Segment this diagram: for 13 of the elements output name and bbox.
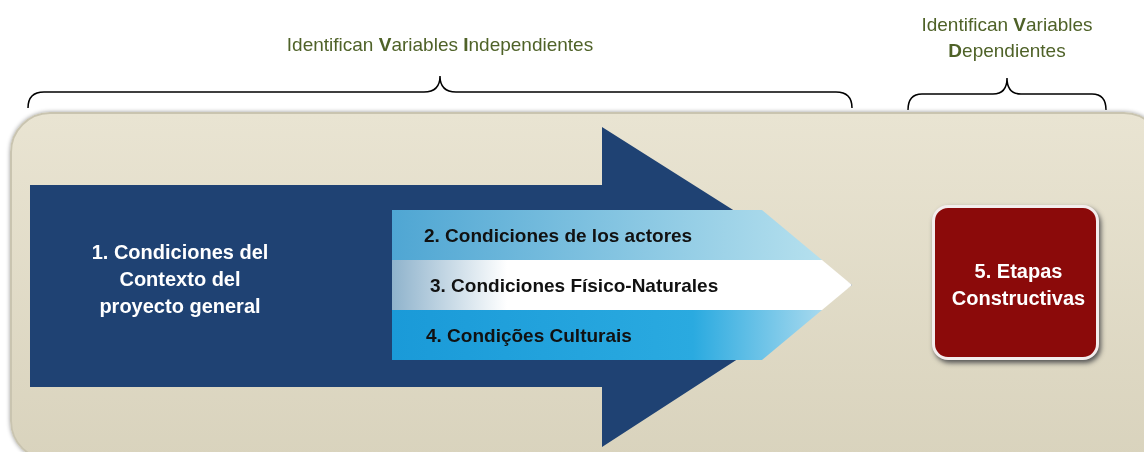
bracket-caption: Identifican Variables Dependientes	[920, 13, 1094, 63]
node-label: 4. Condições Culturais	[426, 324, 633, 348]
node-label: 3. Condiciones Físico-Naturales	[430, 274, 720, 298]
arrow-band	[392, 260, 852, 310]
bracket-caption: Identifican Variables Independientes	[285, 34, 595, 56]
rounded-panel	[10, 112, 1144, 452]
node-label: 5. Etapas Constructivas	[950, 259, 1087, 311]
block-arrow	[30, 127, 852, 447]
node-label: 2. Condiciones de los actores	[424, 224, 694, 248]
node-label: 1. Condiciones del Contexto del proyecto general	[90, 240, 270, 319]
arrow-band	[392, 310, 822, 360]
rounded-box	[932, 205, 1099, 360]
arrow-band	[392, 210, 822, 260]
